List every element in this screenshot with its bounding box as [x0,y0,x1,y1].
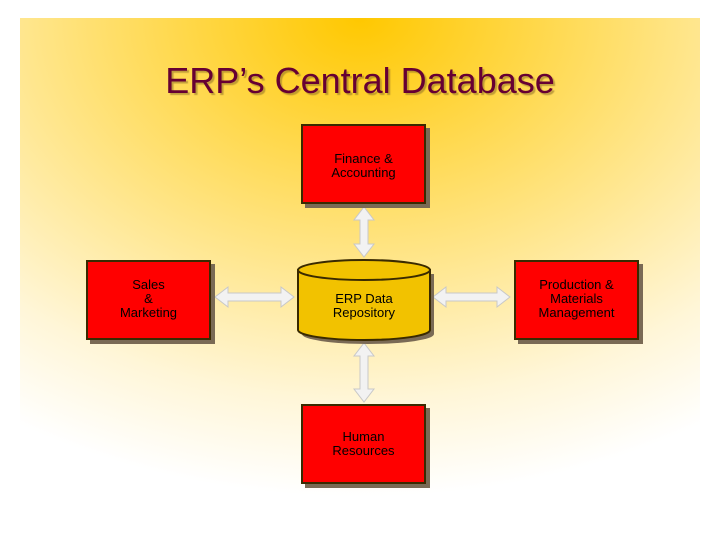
arrow-repository-hr [352,342,376,403]
production-materials-label: Production & Materials Management [538,277,615,320]
arrow-sales-repository [214,285,295,309]
finance-accounting-label: Finance & Accounting [331,151,396,180]
slide-title: ERP’s Central Database [165,60,555,101]
repository-label: ERP Data Repository [332,291,396,320]
human-resources-box: Human Resources [301,404,426,484]
finance-accounting-box: Finance & Accounting [301,124,426,204]
human-resources-label: Human Resources [332,429,395,458]
sales-marketing-box: Sales & Marketing [86,260,211,340]
production-materials-box: Production & Materials Management [514,260,639,340]
repository-cylinder [297,259,434,344]
sales-marketing-label: Sales & Marketing [119,277,178,320]
arrow-repository-production [432,285,511,309]
arrow-finance-repository [352,206,376,258]
